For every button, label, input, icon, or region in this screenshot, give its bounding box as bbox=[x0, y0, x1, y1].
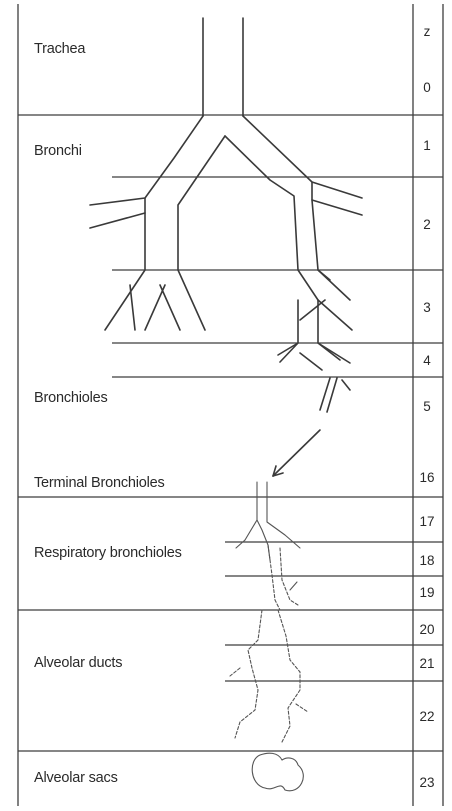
generation-header: z bbox=[424, 24, 431, 39]
generation-number: 3 bbox=[423, 300, 431, 315]
label-trachea: Trachea bbox=[34, 41, 86, 57]
label-alveolar-sacs: Alveolar sacs bbox=[34, 770, 118, 786]
generation-number: 19 bbox=[419, 585, 434, 600]
generation-number: 18 bbox=[419, 553, 434, 568]
generation-number: 21 bbox=[419, 656, 434, 671]
generation-number: 22 bbox=[419, 709, 434, 724]
generation-number: 17 bbox=[419, 514, 434, 529]
label-bronchioles: Bronchioles bbox=[34, 390, 108, 406]
generation-number: 20 bbox=[419, 622, 434, 637]
region-labels: Trachea Bronchi Bronchioles Terminal Bro… bbox=[34, 41, 182, 786]
generation-column: z 0 1 2 3 4 5 16 17 18 19 20 21 22 23 bbox=[419, 24, 434, 790]
generation-number: 2 bbox=[423, 217, 431, 232]
label-alveolar-ducts: Alveolar ducts bbox=[34, 655, 122, 671]
generation-number: 0 bbox=[423, 80, 431, 95]
label-bronchi: Bronchi bbox=[34, 143, 82, 159]
generation-number: 23 bbox=[419, 775, 434, 790]
generation-number: 1 bbox=[423, 138, 431, 153]
generation-number: 5 bbox=[423, 399, 431, 414]
airway-tree-drawing bbox=[90, 18, 362, 791]
label-respiratory-bronchioles: Respiratory bronchioles bbox=[34, 545, 182, 561]
generation-number: 4 bbox=[423, 353, 431, 368]
generation-number: 16 bbox=[419, 470, 434, 485]
label-terminal-bronchioles: Terminal Bronchioles bbox=[34, 475, 165, 491]
